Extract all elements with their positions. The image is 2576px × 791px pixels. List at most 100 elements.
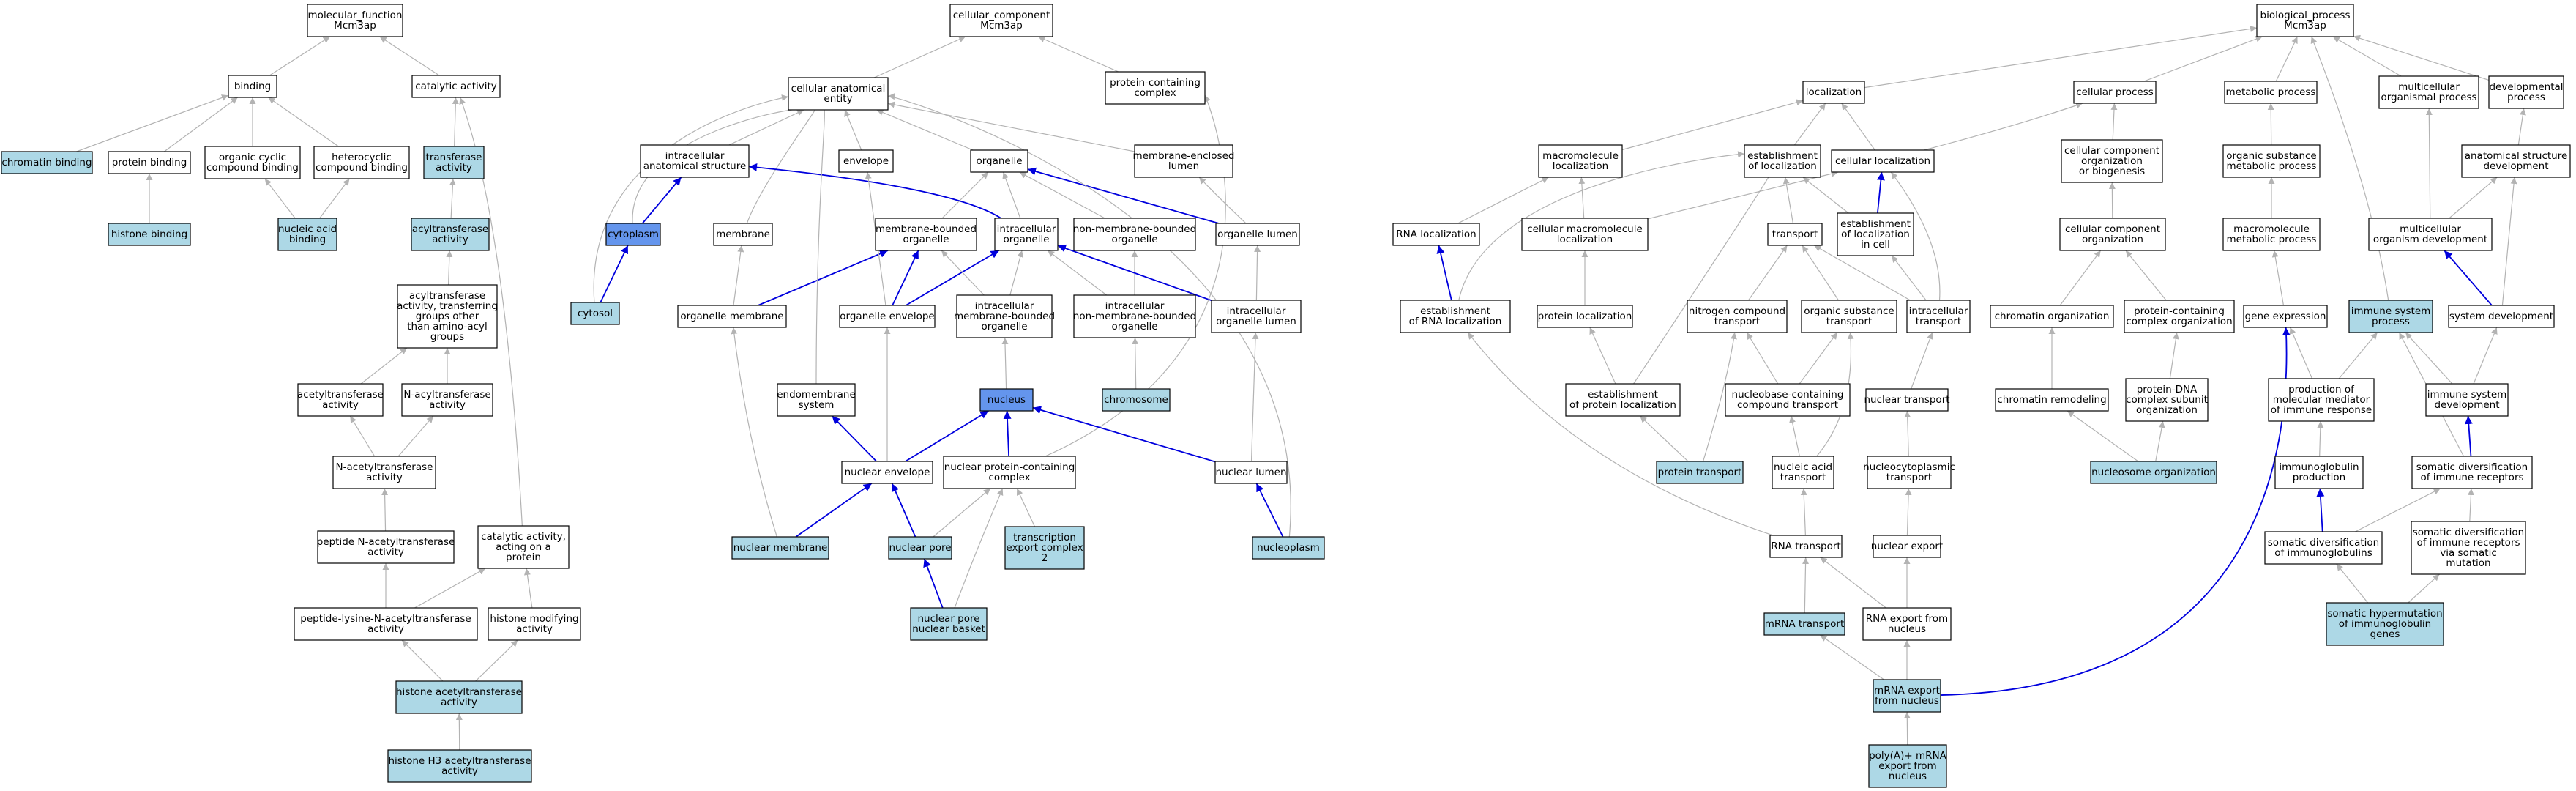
node-envelope[interactable]: envelope — [838, 149, 894, 173]
node-cytosol[interactable]: cytosol — [570, 302, 620, 325]
node-cell-process[interactable]: cellular process — [2073, 81, 2157, 104]
node-cell-loc[interactable]: cellular localization — [1831, 149, 1935, 173]
node-prot-transport[interactable]: protein transport — [1656, 461, 1744, 484]
node-nucleus[interactable]: nucleus — [979, 388, 1034, 412]
node-sys-dev[interactable]: system development — [2448, 305, 2555, 328]
node-metabolic[interactable]: metabolic process — [2224, 81, 2318, 104]
node-mrna-transport[interactable]: mRNA transport — [1763, 612, 1845, 636]
node-nuc-envelope[interactable]: nuclear envelope — [841, 461, 933, 484]
node-nucleosome-org[interactable]: nucleosome organization — [2090, 461, 2217, 484]
node-chromosome[interactable]: chromosome — [1102, 388, 1171, 412]
node-transport[interactable]: transport — [1767, 223, 1823, 246]
node-nuc-membrane[interactable]: nuclear membrane — [731, 536, 829, 560]
node-peptide-lys[interactable]: peptide-lysine-N-acetyltransferaseactivi… — [294, 607, 478, 641]
node-org-envelope[interactable]: organelle envelope — [839, 305, 936, 328]
node-chromatin-remodel[interactable]: chromatin remodeling — [1995, 388, 2109, 412]
node-membrane[interactable]: membrane — [713, 223, 773, 246]
node-nucleoplasm[interactable]: nucleoplasm — [1252, 536, 1325, 560]
node-localization[interactable]: localization — [1802, 81, 1865, 104]
node-catalytic[interactable]: catalytic activity — [411, 75, 501, 98]
node-cytoplasm[interactable]: cytoplasm — [605, 223, 661, 246]
node-rna-loc[interactable]: RNA localization — [1392, 223, 1480, 246]
node-org-membrane[interactable]: organelle membrane — [677, 305, 787, 328]
node-nuc-transport[interactable]: nuclear transport — [1864, 388, 1950, 412]
node-histone-binding[interactable]: histone binding — [108, 223, 191, 246]
node-nuc-lumen[interactable]: nuclear lumen — [1214, 461, 1288, 484]
node-nuc-export[interactable]: nuclear export — [1871, 535, 1943, 558]
node-gene-expr[interactable]: gene expression — [2243, 305, 2328, 328]
node-chromatin-binding[interactable]: chromatin binding — [1, 151, 93, 174]
node-chromatin-org[interactable]: chromatin organization — [1990, 305, 2114, 328]
node-ic-non-mem[interactable]: intracellularnon-membrane-boundedorganel… — [1073, 294, 1196, 338]
node-binding[interactable]: binding — [228, 75, 277, 98]
node-nuc-pore[interactable]: nuclear pore — [888, 536, 952, 560]
node-prot-loc[interactable]: protein localization — [1537, 305, 1633, 328]
node-protein-binding[interactable]: protein binding — [108, 151, 191, 174]
node-org-lumen[interactable]: organelle lumen — [1215, 223, 1300, 246]
node-rna-transport[interactable]: RNA transport — [1769, 535, 1843, 558]
node-organelle[interactable]: organelle — [970, 149, 1028, 173]
